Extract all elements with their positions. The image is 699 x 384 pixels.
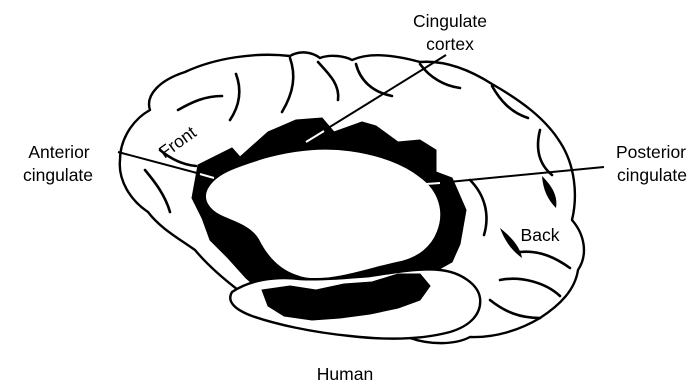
label-posterior-cingulate-line1: Posterior (616, 142, 686, 162)
label-cingulate-cortex-line2: cortex (426, 34, 474, 54)
label-back: Back (521, 225, 560, 245)
label-anterior-cingulate-line1: Anterior (28, 142, 89, 162)
brain-hemisphere (120, 52, 584, 343)
leader-posterior-cingulate-end (426, 183, 440, 184)
label-posterior-cingulate-line2: cingulate (617, 165, 687, 185)
label-cingulate-cortex-line1: Cingulate (413, 11, 487, 31)
label-anterior-cingulate-line2: cingulate (23, 165, 93, 185)
diagram-caption: Human (317, 364, 373, 384)
